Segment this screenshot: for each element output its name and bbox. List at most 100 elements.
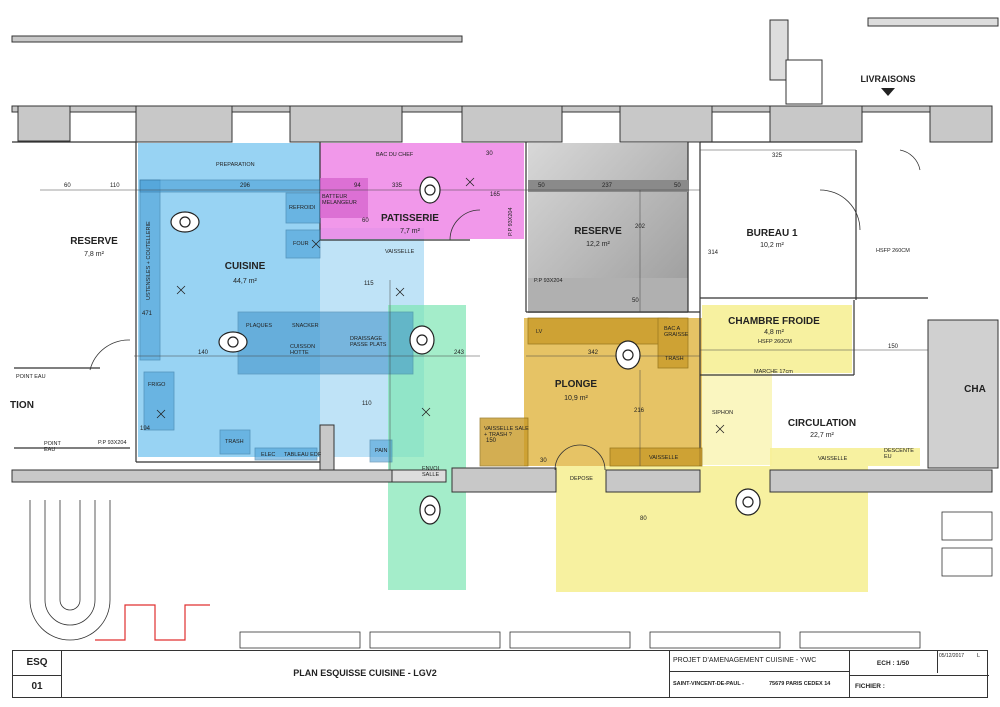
preparation-label: PREPARATION	[216, 162, 255, 168]
dim-text: 237	[602, 183, 613, 189]
vaisselle-sale-label: VAISSELLE SALE+ TRASH ?	[484, 426, 529, 438]
lower-furniture	[239, 511, 993, 649]
livraisons-label: LIVRAISONS	[860, 74, 915, 84]
door-swings	[89, 149, 921, 471]
room-reserve-left-name: RESERVE	[70, 236, 118, 247]
dim-text: 335	[392, 183, 403, 189]
dim-text: 216	[634, 408, 645, 414]
reserve-shelf	[528, 180, 688, 192]
pp-pat-label: P.P 93X204	[508, 207, 514, 236]
date-label: 05/12/2017	[939, 653, 965, 659]
refroidi-label: REFROIDI	[289, 205, 316, 211]
dim-text: 202	[635, 224, 646, 230]
dim-text: 115	[364, 281, 374, 287]
pain-label: PAIN	[375, 448, 387, 454]
dim-text: 60	[64, 183, 71, 189]
address-line-2: 75679 PARIS CEDEX 14	[769, 681, 831, 687]
dim-text: 140	[198, 350, 209, 356]
room-cuisine-name: CUISINE	[225, 261, 266, 272]
room-reserve-name: RESERVE	[574, 226, 622, 237]
file-label: FICHIER :	[855, 683, 885, 690]
dim-text: 30	[486, 151, 493, 157]
dim-text: 150	[888, 344, 899, 350]
revision-label: L	[977, 653, 981, 659]
dim-text: 194	[140, 426, 151, 432]
dim-text: 50	[538, 183, 545, 189]
dim-text: 50	[632, 298, 639, 304]
dim-text: 314	[708, 250, 719, 256]
dim-text: 325	[772, 153, 783, 159]
bac-chef-label: BAC DU CHEF	[376, 152, 414, 158]
hsfp-label-2: HSFP 260CM	[758, 339, 792, 345]
room-right-cut: CHA	[964, 384, 986, 395]
zone-circulation	[702, 373, 772, 465]
dim-text: 50	[674, 183, 681, 189]
title-block: ESQ 01 PLAN ESQUISSE CUISINE - LGV2 PROJ…	[12, 650, 989, 698]
hsfp-label-1: HSFP 260CM	[876, 248, 910, 254]
marche-label: MARCHE 17cm	[754, 369, 793, 375]
dim-text: 243	[454, 350, 465, 356]
room-reserve-left-area: 7,8 m²	[84, 251, 105, 258]
pp-left-label: P.P 93X204	[98, 440, 127, 446]
dim-text: 80	[640, 516, 647, 522]
dim-text: 150	[486, 438, 497, 444]
room-cuisine-area: 44,7 m²	[233, 278, 257, 285]
frigo-label: FRIGO	[148, 382, 166, 388]
scale-label: ECH : 1/50	[876, 660, 910, 667]
room-plonge-name: PLONGE	[555, 379, 598, 390]
depose-label: DEPOSE	[570, 476, 593, 482]
room-circulation-area: 22,7 m²	[810, 432, 834, 439]
room-bureau-area: 10,2 m²	[760, 242, 784, 249]
drawing-code: ESQ	[26, 657, 48, 668]
dim-text: 296	[240, 183, 251, 189]
walls	[11, 17, 999, 493]
point-eau-label-1: POINT EAU	[16, 374, 46, 380]
dim-text: 110	[362, 401, 372, 407]
dim-text: 342	[588, 350, 599, 356]
stair	[29, 500, 111, 641]
dim-text: 30	[540, 458, 547, 464]
address-line-1: SAINT-VINCENT-DE-PAUL -	[673, 681, 744, 687]
four-label: FOUR	[293, 241, 309, 247]
trash-label: TRASH	[225, 439, 244, 445]
patisserie-counter	[320, 178, 368, 218]
ustensiles-label: USTENSILES + COUTELLERIE	[146, 221, 152, 300]
siphon-label: SIPHON	[712, 410, 733, 416]
room-left-cut: TION	[10, 400, 34, 411]
drain-marks	[156, 177, 725, 434]
drawing-number: 01	[31, 681, 43, 692]
lv-label: LV	[536, 329, 543, 335]
room-reserve-area: 12,2 m²	[586, 241, 610, 248]
dim-text: 165	[490, 192, 501, 198]
dimension-lines	[40, 149, 928, 470]
dim-text: 110	[110, 183, 120, 189]
room-patisserie-name: PATISSERIE	[381, 213, 439, 224]
zone-yellow-bench	[770, 448, 920, 466]
person-icons	[170, 176, 761, 525]
dim-text: 471	[142, 311, 153, 317]
partitions	[12, 141, 928, 466]
project-name: PROJET D'AMENAGEMENT CUISINE - YWC	[673, 657, 817, 664]
red-doors	[95, 604, 210, 641]
room-plonge-area: 10,9 m²	[564, 395, 588, 402]
room-bureau-name: BUREAU 1	[746, 228, 798, 239]
plaques-label: PLAQUES	[246, 323, 272, 329]
vaisselle-label-1: VAISSELLE	[385, 249, 415, 255]
room-chambre-froide-name: CHAMBRE FROIDE	[728, 316, 820, 327]
room-circulation-name: CIRCULATION	[788, 418, 856, 429]
dim-text: 60	[362, 218, 369, 224]
vaisselle-label-3: VAISSELLE	[818, 456, 848, 462]
equipment	[139, 179, 414, 463]
delivery-arrow	[881, 88, 895, 96]
plonge-equipment	[479, 317, 703, 467]
dim-text: 94	[354, 183, 361, 189]
tableau-edf-label: TABLEAU EDF	[284, 452, 322, 458]
zone-chambre-froide	[702, 305, 852, 373]
